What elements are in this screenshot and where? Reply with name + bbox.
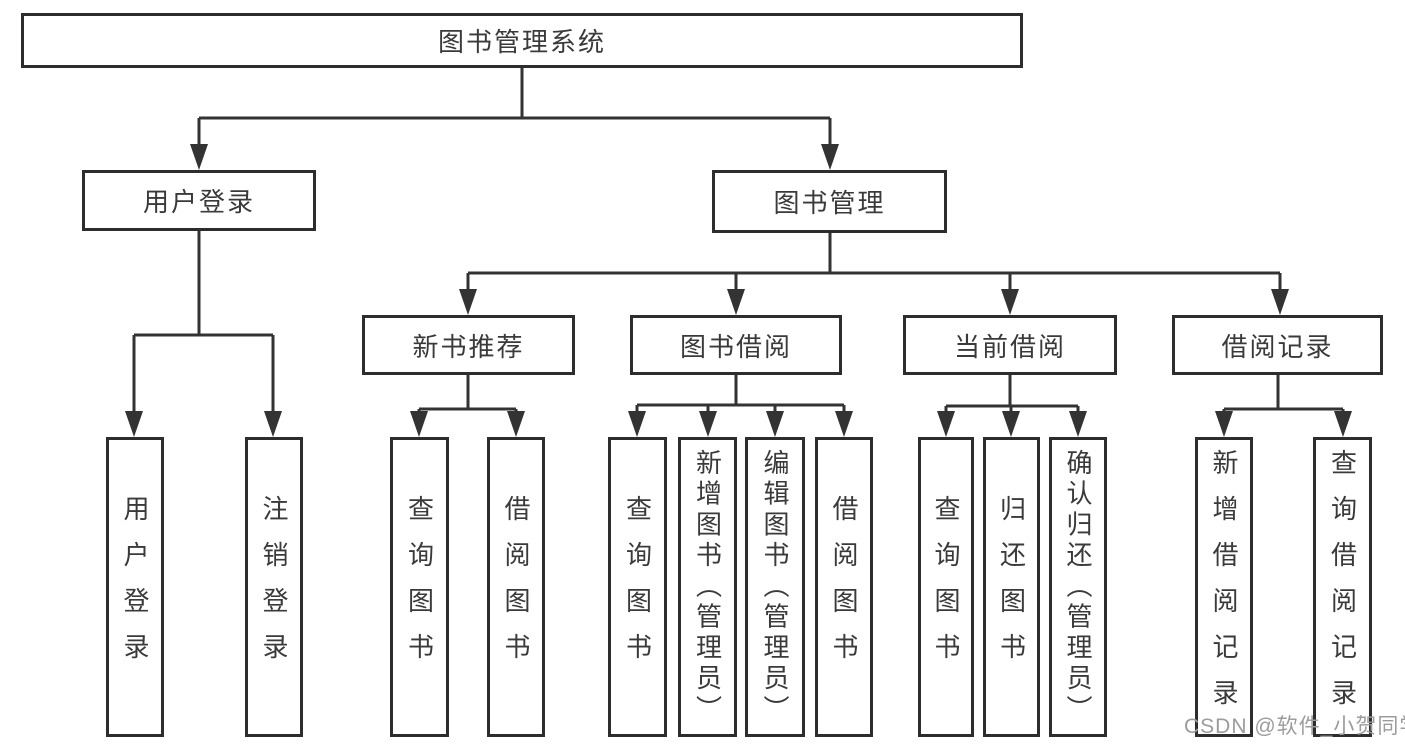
leaf-current-query-books-label: 查询图书 xyxy=(931,495,961,679)
leaf-current-confirm-return-admin-label: 确认归还（管理员） xyxy=(1063,448,1093,726)
leaf-logout-label: 注销登录 xyxy=(259,495,289,679)
node-borrowing-records: 借阅记录 xyxy=(1172,315,1383,375)
node-library-system-label: 图书管理系统 xyxy=(437,27,606,57)
node-borrowing-records-label: 借阅记录 xyxy=(1221,331,1334,362)
connector-arrowheads xyxy=(125,144,1352,437)
node-book-management-label: 图书管理 xyxy=(773,188,886,218)
leaf-user-login-label: 用户登录 xyxy=(120,495,150,679)
csdn-watermark: CSDN @软件_小贺同学 xyxy=(1184,715,1405,738)
leaf-current-return-books: 归还图书 xyxy=(983,437,1040,737)
leaf-current-query-books: 查询图书 xyxy=(918,437,974,737)
node-current-borrowing-label: 当前借阅 xyxy=(953,331,1066,362)
leaf-borrowing-edit-books-admin-label: 编辑图书（管理员） xyxy=(760,448,790,726)
node-book-borrowing-label: 图书借阅 xyxy=(679,331,792,362)
leaf-borrowing-borrow-books-label: 借阅图书 xyxy=(829,495,859,679)
leaf-borrowing-edit-books-admin: 编辑图书（管理员） xyxy=(745,437,805,737)
node-book-borrowing: 图书借阅 xyxy=(630,315,842,375)
node-user-login-label: 用户登录 xyxy=(142,187,255,217)
leaf-borrowing-query-books-label: 查询图书 xyxy=(622,495,653,679)
leaf-records-query-record-label: 查询借阅记录 xyxy=(1327,449,1358,725)
leaf-borrowing-add-books-admin: 新增图书（管理员） xyxy=(678,437,737,737)
node-book-management: 图书管理 xyxy=(712,170,947,233)
leaf-borrowing-add-books-admin-label: 新增图书（管理员） xyxy=(692,448,723,726)
leaf-current-return-books-label: 归还图书 xyxy=(996,495,1027,679)
leaf-recommend-borrow-books-label: 借阅图书 xyxy=(501,495,531,679)
leaf-borrowing-query-books: 查询图书 xyxy=(608,437,667,737)
node-new-book-recommendation: 新书推荐 xyxy=(362,315,575,375)
leaf-logout: 注销登录 xyxy=(245,437,303,737)
leaf-current-confirm-return-admin: 确认归还（管理员） xyxy=(1049,437,1107,737)
leaf-recommend-query-books: 查询图书 xyxy=(390,437,449,737)
connector-segments xyxy=(132,68,1345,414)
node-user-login: 用户登录 xyxy=(82,170,316,231)
leaf-recommend-borrow-books: 借阅图书 xyxy=(487,437,545,737)
leaf-user-login: 用户登录 xyxy=(106,437,164,737)
leaf-records-add-record: 新增借阅记录 xyxy=(1195,437,1253,737)
leaf-records-query-record: 查询借阅记录 xyxy=(1313,437,1372,737)
node-library-system: 图书管理系统 xyxy=(21,13,1023,68)
leaf-records-add-record-label: 新增借阅记录 xyxy=(1209,449,1239,725)
leaf-recommend-query-books-label: 查询图书 xyxy=(404,495,435,679)
node-new-book-recommendation-label: 新书推荐 xyxy=(412,331,525,362)
leaf-borrowing-borrow-books: 借阅图书 xyxy=(815,437,873,737)
node-current-borrowing: 当前借阅 xyxy=(903,315,1117,375)
